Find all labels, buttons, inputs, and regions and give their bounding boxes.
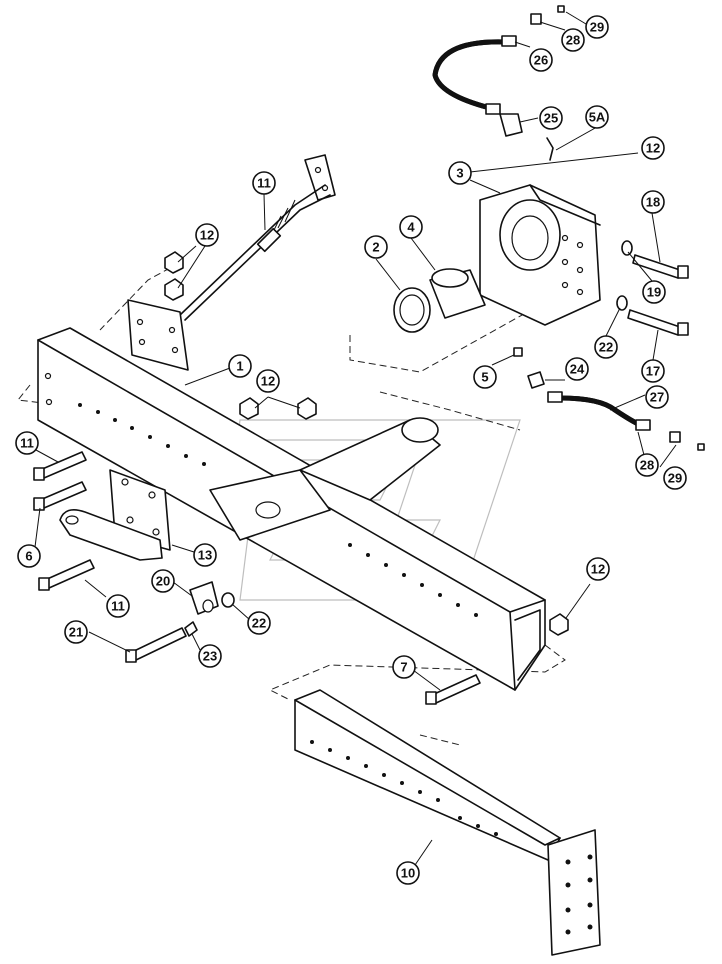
svg-text:12: 12 — [261, 374, 275, 389]
callout-5A: 5A — [585, 105, 609, 129]
part-13-clevis — [59, 469, 171, 561]
svg-text:3: 3 — [456, 166, 463, 181]
callout-3: 3 — [448, 161, 472, 185]
part-6-extension — [294, 689, 601, 956]
part-3-housing — [479, 137, 601, 326]
washers — [184, 240, 633, 637]
callout-12: 12 — [586, 557, 610, 581]
svg-text:5A: 5A — [589, 110, 606, 125]
part-7-brace — [127, 154, 336, 371]
svg-text:13: 13 — [198, 548, 212, 563]
callout-24: 24 — [565, 357, 589, 381]
callout-29: 29 — [585, 15, 609, 39]
svg-text:18: 18 — [646, 195, 660, 210]
callout-22: 22 — [594, 335, 618, 359]
callout-6: 10 — [396, 861, 420, 885]
svg-text:28: 28 — [566, 33, 580, 48]
callout-2: 2 — [364, 235, 388, 259]
svg-text:2: 2 — [372, 240, 379, 255]
part-20-clip — [189, 581, 219, 615]
callout-13: 13 — [193, 543, 217, 567]
hose-26 — [432, 5, 565, 137]
svg-text:7: 7 — [400, 660, 407, 675]
svg-text:26: 26 — [534, 53, 548, 68]
svg-text:27: 27 — [650, 390, 664, 405]
svg-text:29: 29 — [668, 471, 682, 486]
part-2-ring — [393, 287, 431, 333]
callout-12: 12 — [641, 136, 665, 160]
callout-27: 27 — [645, 385, 669, 409]
svg-text:12: 12 — [591, 562, 605, 577]
svg-text:19: 19 — [647, 285, 661, 300]
svg-text:10: 10 — [401, 866, 415, 881]
svg-text:1: 1 — [236, 359, 243, 374]
callout-4: 4 — [399, 215, 423, 239]
svg-text:21: 21 — [69, 625, 83, 640]
part-1-holes — [78, 403, 478, 617]
callout-28: 28 — [635, 453, 659, 477]
hitch-boss — [209, 417, 441, 541]
svg-text:22: 22 — [252, 616, 266, 631]
svg-text:4: 4 — [407, 220, 415, 235]
svg-text:12: 12 — [200, 228, 214, 243]
callout-7: 11 — [252, 171, 276, 195]
callouts: 11 12 1 12 2 4 3 5A 12 18 19 22 17 5 24 … — [15, 15, 687, 885]
svg-text:22: 22 — [599, 340, 613, 355]
hose-27 — [513, 347, 705, 451]
svg-text:17: 17 — [646, 364, 660, 379]
callout-1: 1 — [228, 354, 252, 378]
callout-11: 11 — [106, 594, 130, 618]
callout-18: 18 — [641, 190, 665, 214]
part-4-bushing — [429, 268, 486, 319]
svg-text:11: 11 — [257, 176, 271, 191]
svg-text:29: 29 — [590, 20, 604, 35]
callout-25: 25 — [539, 106, 563, 130]
callout-22: 22 — [247, 611, 271, 635]
callout-26: 26 — [529, 48, 553, 72]
leader-lines — [34, 11, 677, 869]
callout-10: 7 — [392, 655, 416, 679]
callout-12: 12 — [256, 369, 280, 393]
callout-21: 21 — [64, 620, 88, 644]
svg-text:28: 28 — [640, 458, 654, 473]
svg-text:24: 24 — [570, 362, 585, 377]
svg-text:11: 11 — [111, 599, 125, 614]
callout-17: 17 — [641, 359, 665, 383]
svg-text:20: 20 — [156, 574, 170, 589]
callout-11: 11 — [15, 431, 39, 455]
svg-text:11: 11 — [20, 436, 34, 451]
callout-29: 29 — [663, 466, 687, 490]
callout-28: 28 — [561, 28, 585, 52]
callout-5: 5 — [473, 365, 497, 389]
bolts — [33, 254, 689, 705]
callout-12: 12 — [195, 223, 219, 247]
callout-20: 20 — [151, 569, 175, 593]
svg-text:25: 25 — [544, 111, 558, 126]
assembly-lines — [17, 267, 566, 746]
callout-19: 19 — [642, 280, 666, 304]
svg-text:5: 5 — [481, 370, 488, 385]
svg-text:6: 6 — [25, 549, 32, 564]
svg-text:23: 23 — [203, 649, 217, 664]
callout-23: 23 — [198, 644, 222, 668]
callout-10: 6 — [17, 544, 41, 568]
svg-text:12: 12 — [646, 141, 660, 156]
